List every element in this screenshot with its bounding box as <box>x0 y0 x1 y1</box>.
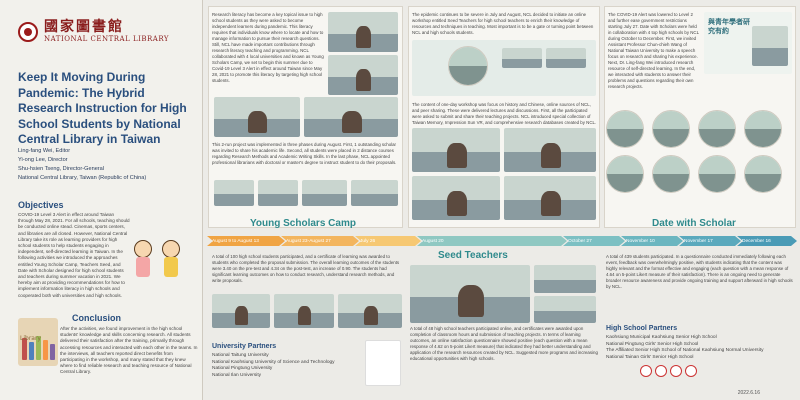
timeline-segment: August 9 to August 13 <box>207 236 285 246</box>
banner-text: 與青年學者研究有約 <box>708 18 750 35</box>
school-logos <box>640 365 697 377</box>
school-logo-icon <box>655 365 667 377</box>
timeline-segment: November 10 <box>621 236 683 246</box>
seed-title: Seed Teachers <box>438 250 508 261</box>
event-photo-circle <box>652 155 690 193</box>
event-photo-circle <box>606 155 644 193</box>
timeline-segment: July 26 <box>355 236 421 246</box>
partner-item: National Tainan Girls' Senior High Schoo… <box>606 354 694 360</box>
objectives-section: Objectives COVID-19 Level 3 Alert in eff… <box>18 200 196 299</box>
timeline-segment: August 20 <box>417 236 567 246</box>
timeline-segment: November 17 <box>679 236 741 246</box>
camp-title: Young Scholars Camp <box>250 218 356 229</box>
event-photo-circle <box>606 110 644 148</box>
partner-item: National Kaohsiung University of Science… <box>212 359 335 365</box>
poster-date: 2022.6.16 <box>737 390 760 396</box>
shelf-label: Library <box>20 335 41 342</box>
university-partners-list: National Taitung University National Kao… <box>212 353 362 379</box>
slide-photo <box>351 180 398 206</box>
slide-photo <box>258 180 298 206</box>
event-photo-circle <box>698 155 736 193</box>
bookshelf-illustration <box>18 318 58 366</box>
objectives-body: COVID-19 Level 3 Alert in effect around … <box>18 212 130 298</box>
event-photo <box>338 294 402 328</box>
event-photo <box>274 294 334 328</box>
author-line: National Central Library, Taiwan (Republ… <box>18 175 147 181</box>
slide-photo <box>302 180 347 206</box>
camp-outcomes: A total of 100 high school students part… <box>212 254 400 283</box>
timeline: August 9 to August 13 August 23-August 2… <box>207 236 797 246</box>
school-logo-icon <box>670 365 682 377</box>
date-outcomes: A total of 439 students participated. In… <box>606 254 793 289</box>
left-column: 國家圖書館 NATIONAL CENTRAL LIBRARY Keep It M… <box>0 0 203 400</box>
timeline-segment: October 27 <box>563 236 625 246</box>
seed-photo <box>534 296 596 323</box>
timeline-segment: August 23-August 27 <box>281 236 359 246</box>
children-illustration <box>130 232 190 280</box>
school-logo-icon <box>685 365 697 377</box>
event-banner: 與青年學者研究有約 <box>704 12 792 74</box>
seed-intro: The epidemic continues to be severe in J… <box>412 12 594 35</box>
event-photo-circle <box>744 110 782 148</box>
zoom-screenshot <box>328 12 398 52</box>
seed-photo <box>534 265 596 293</box>
university-logos <box>365 340 401 386</box>
author-line: Yi-ong Lee, Director <box>18 157 68 163</box>
partner-item: National Pingtung University <box>212 366 273 372</box>
seed-content: The content of one-day workshop was focu… <box>412 102 597 125</box>
high-school-partners-list: Kaohsiung Municipal Kaohsiung Senior Hig… <box>606 335 796 361</box>
seal-icon <box>18 21 38 42</box>
zoom-screenshot <box>328 55 398 95</box>
conclusion-body: After the activities, we found improveme… <box>60 326 198 375</box>
partner-item: The Affiliated Senior High School of Nat… <box>606 348 764 354</box>
logo-english: NATIONAL CENTRAL LIBRARY <box>44 35 170 43</box>
camp-intro: Research literacy has become a key topic… <box>212 12 324 83</box>
seed-outcomes: A total of 48 high school teachers parti… <box>410 326 598 361</box>
authors: Ling-fang Wei, Editor Yi-ong Lee, Direct… <box>18 147 198 183</box>
partner-item: Kaohsiung Municipal Kaohsiung Senior Hig… <box>606 335 717 340</box>
university-partners-heading: University Partners <box>212 343 277 350</box>
seed-photo <box>410 265 530 323</box>
school-logo-icon <box>640 365 652 377</box>
workshop-photo <box>504 176 596 220</box>
partner-item: National Pingtung Girls' Senior High Sch… <box>606 341 699 347</box>
partner-item: National Taitung University <box>212 353 269 358</box>
event-photo-circle <box>744 155 782 193</box>
conclusion-heading: Conclusion <box>72 313 121 323</box>
author-line: Ling-fang Wei, Editor <box>18 148 71 154</box>
workshop-photo <box>504 128 596 172</box>
workshop-photo <box>412 176 500 220</box>
partner-item: National Ilan University <box>212 372 262 378</box>
date-title: Date with Scholar <box>652 218 736 229</box>
camp-phases: This 2-run project was implemented in th… <box>212 142 397 165</box>
slide-photo <box>214 180 254 206</box>
library-logo: 國家圖書館 NATIONAL CENTRAL LIBRARY <box>18 20 169 43</box>
event-photo <box>212 294 270 328</box>
poster-title: Keep It Moving During Pandemic: The Hybr… <box>18 70 187 146</box>
workshop-photo <box>412 128 500 172</box>
event-photo-circle <box>698 110 736 148</box>
conclusion-section: Conclusion After the activities, we foun… <box>60 313 198 376</box>
objectives-heading: Objectives <box>18 200 64 210</box>
timeline-segment: December 16 <box>737 236 797 246</box>
event-photo-circle <box>652 110 690 148</box>
high-school-partners-heading: High School Partners <box>606 325 678 332</box>
lecture-photo <box>214 97 300 137</box>
author-line: Shu-hsien Tseng, Director-General <box>18 166 105 172</box>
date-intro: The COVID-19 Alert was lowered to Level … <box>608 12 699 89</box>
logo-chinese: 國家圖書館 <box>44 19 124 35</box>
online-meeting-screenshot <box>412 40 596 96</box>
lecture-photo <box>304 97 398 137</box>
